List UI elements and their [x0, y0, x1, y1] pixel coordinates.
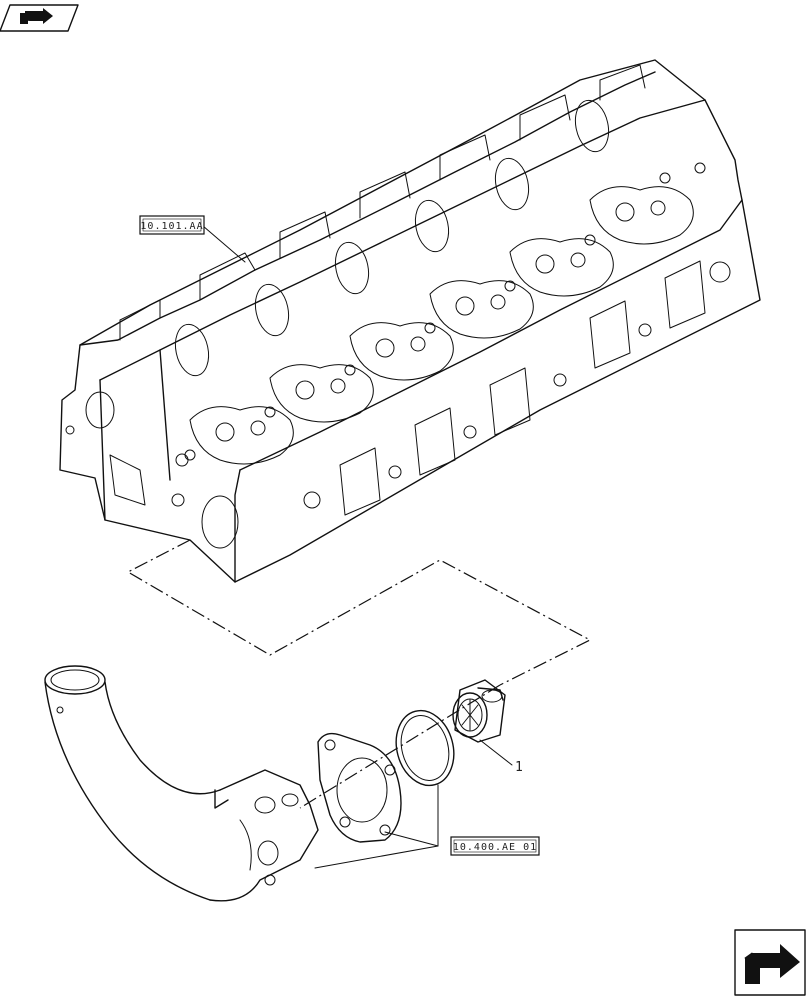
cylinder-head — [59, 59, 761, 583]
next-page-arrow-icon[interactable] — [734, 929, 806, 996]
callout-thermostat-group-label: 10.400.AE 01 — [453, 842, 537, 853]
leader-thermostat — [479, 739, 513, 766]
leader-gasket — [384, 831, 439, 847]
assembly-axis-line — [299, 684, 501, 809]
callout-cylinder-head[interactable]: 10.101.AA — [139, 215, 205, 235]
leader-cylinder-head — [202, 225, 246, 263]
item-number-thermostat[interactable]: 1 — [515, 760, 523, 775]
assembly-reference-line — [126, 539, 592, 686]
thermostat — [452, 679, 506, 743]
o-ring-seal — [395, 709, 455, 787]
callout-thermostat-group[interactable]: 10.400.AE 01 — [450, 836, 540, 856]
gasket — [317, 732, 402, 843]
leader-elbow — [314, 845, 439, 869]
thermostat-housing-elbow — [44, 665, 319, 902]
callout-cylinder-head-label: 10.101.AA — [140, 221, 203, 232]
book-arrow-icon[interactable] — [0, 4, 79, 32]
